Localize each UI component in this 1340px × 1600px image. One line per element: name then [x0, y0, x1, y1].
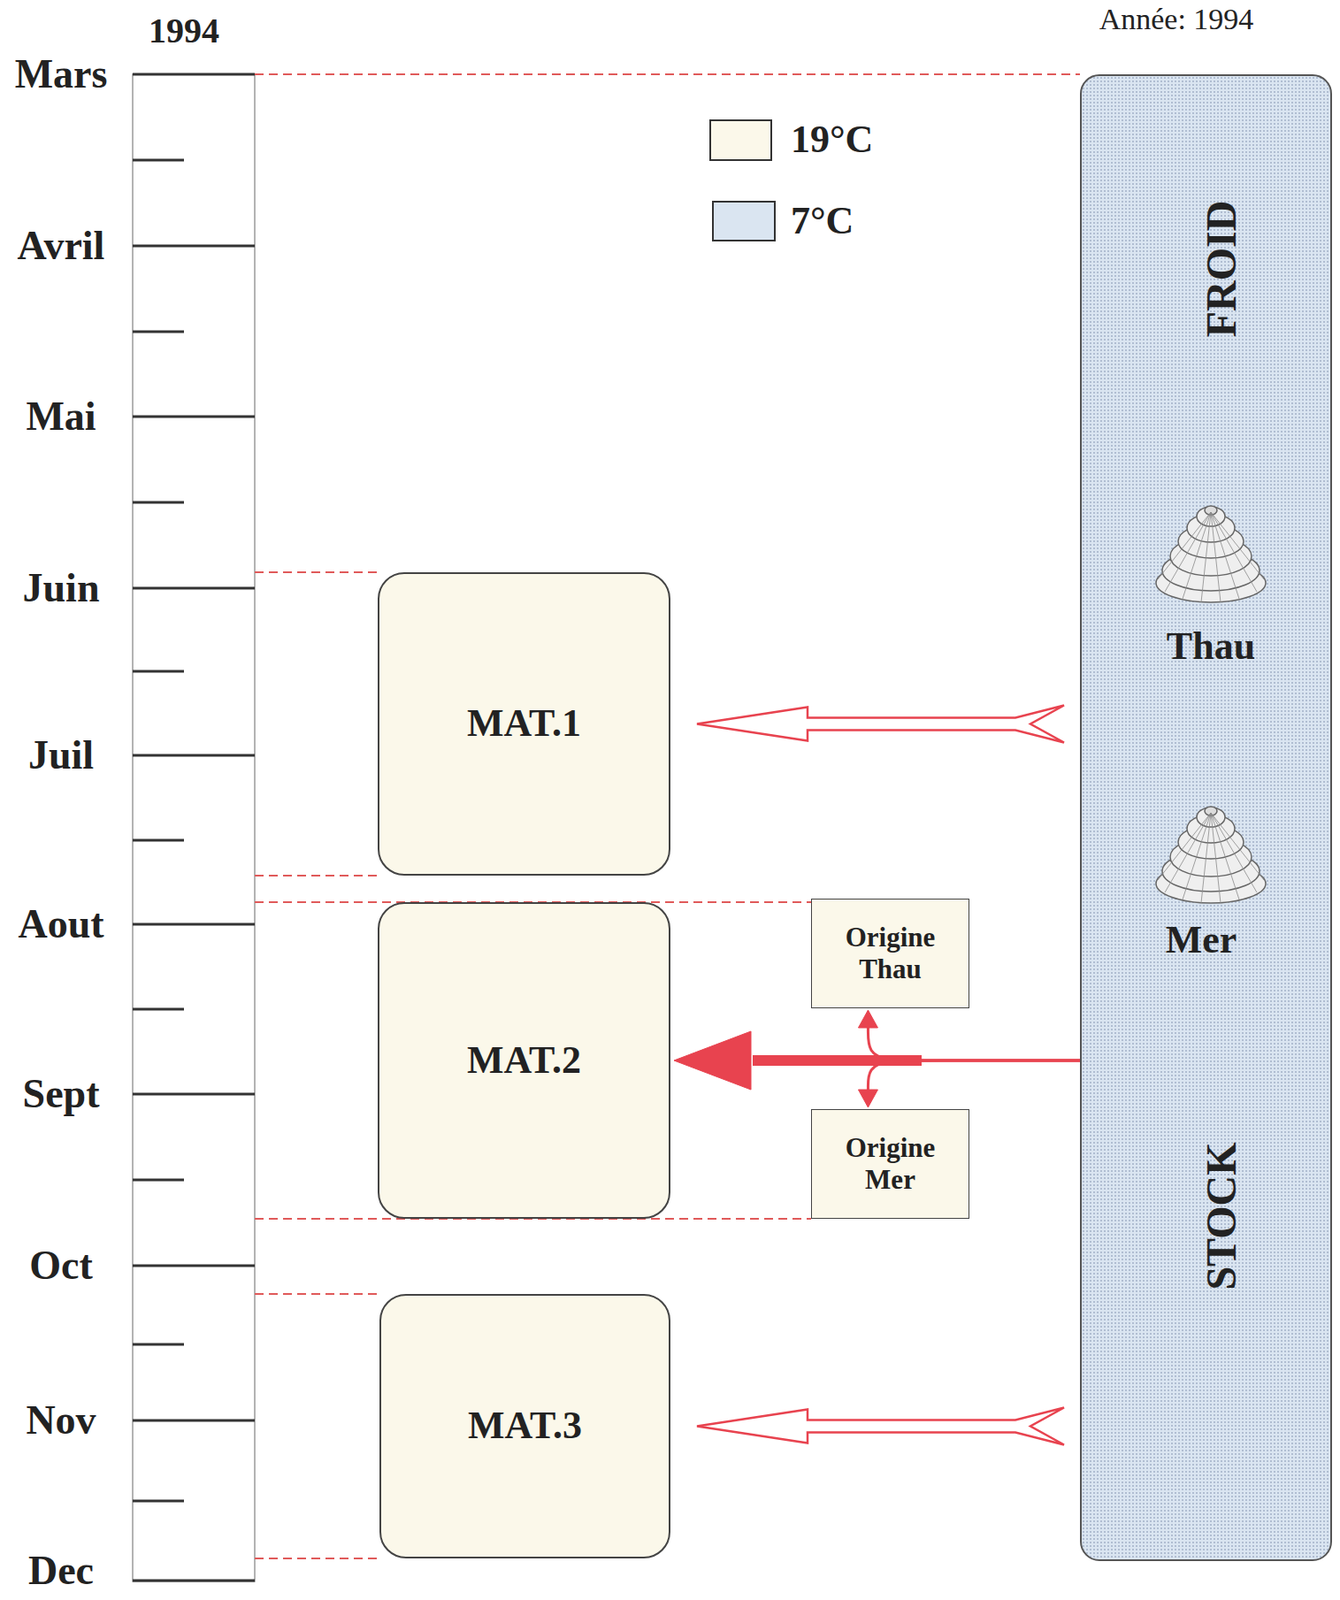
month-label: Dec — [28, 1548, 94, 1594]
maturation-box: MAT.3 — [379, 1294, 671, 1559]
guide-line — [254, 571, 378, 574]
box-label: Origine Thau — [837, 921, 944, 985]
month-label: Mars — [15, 52, 108, 98]
month-label: Juil — [28, 733, 94, 779]
year-caption: Année: 1994 — [1099, 2, 1255, 36]
arrow-head — [857, 1010, 878, 1028]
month-tick — [132, 587, 255, 590]
month-label: Oct — [29, 1243, 93, 1289]
month-ticks — [132, 74, 255, 1581]
box-label: MAT.3 — [467, 1403, 582, 1449]
oyster-drawing — [1156, 505, 1266, 603]
box-label: Origine Mer — [837, 1132, 944, 1195]
guide-line — [254, 874, 378, 877]
arrow-head — [673, 1031, 751, 1090]
flow-arrow — [857, 1060, 1080, 1108]
oyster-drawing — [1156, 806, 1266, 904]
half-month-ticks — [132, 160, 184, 1501]
legend-text: 19°C — [790, 118, 873, 161]
maturation-box: MAT.2 — [377, 902, 671, 1219]
period-guides — [254, 74, 1080, 1559]
legend-swatch — [712, 200, 776, 242]
month-label: Avril — [17, 223, 106, 269]
flow-arrow — [696, 1408, 1065, 1446]
month-tick — [132, 923, 255, 927]
month-tick — [132, 1579, 255, 1583]
year-heading: 1994 — [148, 11, 220, 51]
maturation-box: MAT.1 — [377, 572, 671, 876]
legend-text: 7°C — [790, 199, 854, 243]
origin-name: Thau — [1166, 624, 1256, 670]
half-tick — [132, 1343, 184, 1347]
flow-arrow — [673, 1031, 1080, 1090]
guide-line — [254, 1557, 380, 1560]
branch-line — [867, 1027, 1080, 1061]
stock-band: FROID ThauMerSTOCK — [1079, 74, 1333, 1562]
band-title: STOCK — [1196, 1141, 1246, 1290]
month-tick — [132, 1264, 255, 1268]
month-label: Mai — [25, 394, 96, 440]
half-tick — [132, 839, 184, 843]
timeline-bar — [132, 74, 255, 1582]
box-label: MAT.1 — [467, 701, 582, 747]
half-tick — [132, 330, 184, 334]
half-tick — [132, 1179, 184, 1182]
half-tick — [132, 670, 184, 674]
month-tick — [132, 245, 255, 248]
month-tick — [132, 754, 255, 758]
month-tick — [132, 415, 255, 419]
branch-line — [867, 1060, 1080, 1090]
arrow-head — [857, 1089, 878, 1108]
half-tick — [132, 1008, 184, 1011]
month-label: Nov — [25, 1398, 96, 1444]
origin-box: Origine Thau — [811, 898, 970, 1009]
month-tick — [132, 1419, 255, 1423]
month-label: Aout — [17, 902, 104, 948]
origin-name: Mer — [1165, 918, 1238, 964]
flow-arrow — [696, 705, 1065, 743]
hollow-arrow — [696, 1408, 1065, 1446]
band-title: FROID — [1196, 200, 1246, 338]
guide-line — [254, 73, 1080, 76]
month-tick — [132, 73, 255, 77]
month-label: Sept — [22, 1072, 100, 1118]
origin-box: Origine Mer — [811, 1109, 970, 1219]
month-tick — [132, 1093, 255, 1096]
half-tick — [132, 1500, 184, 1503]
half-tick — [132, 501, 184, 505]
month-label: Juin — [22, 566, 100, 612]
hollow-arrow — [696, 705, 1065, 743]
flow-arrow — [857, 1010, 1080, 1061]
guide-line — [254, 1293, 380, 1295]
half-tick — [132, 159, 184, 162]
legend-swatch — [709, 119, 773, 161]
box-label: MAT.2 — [467, 1038, 582, 1084]
